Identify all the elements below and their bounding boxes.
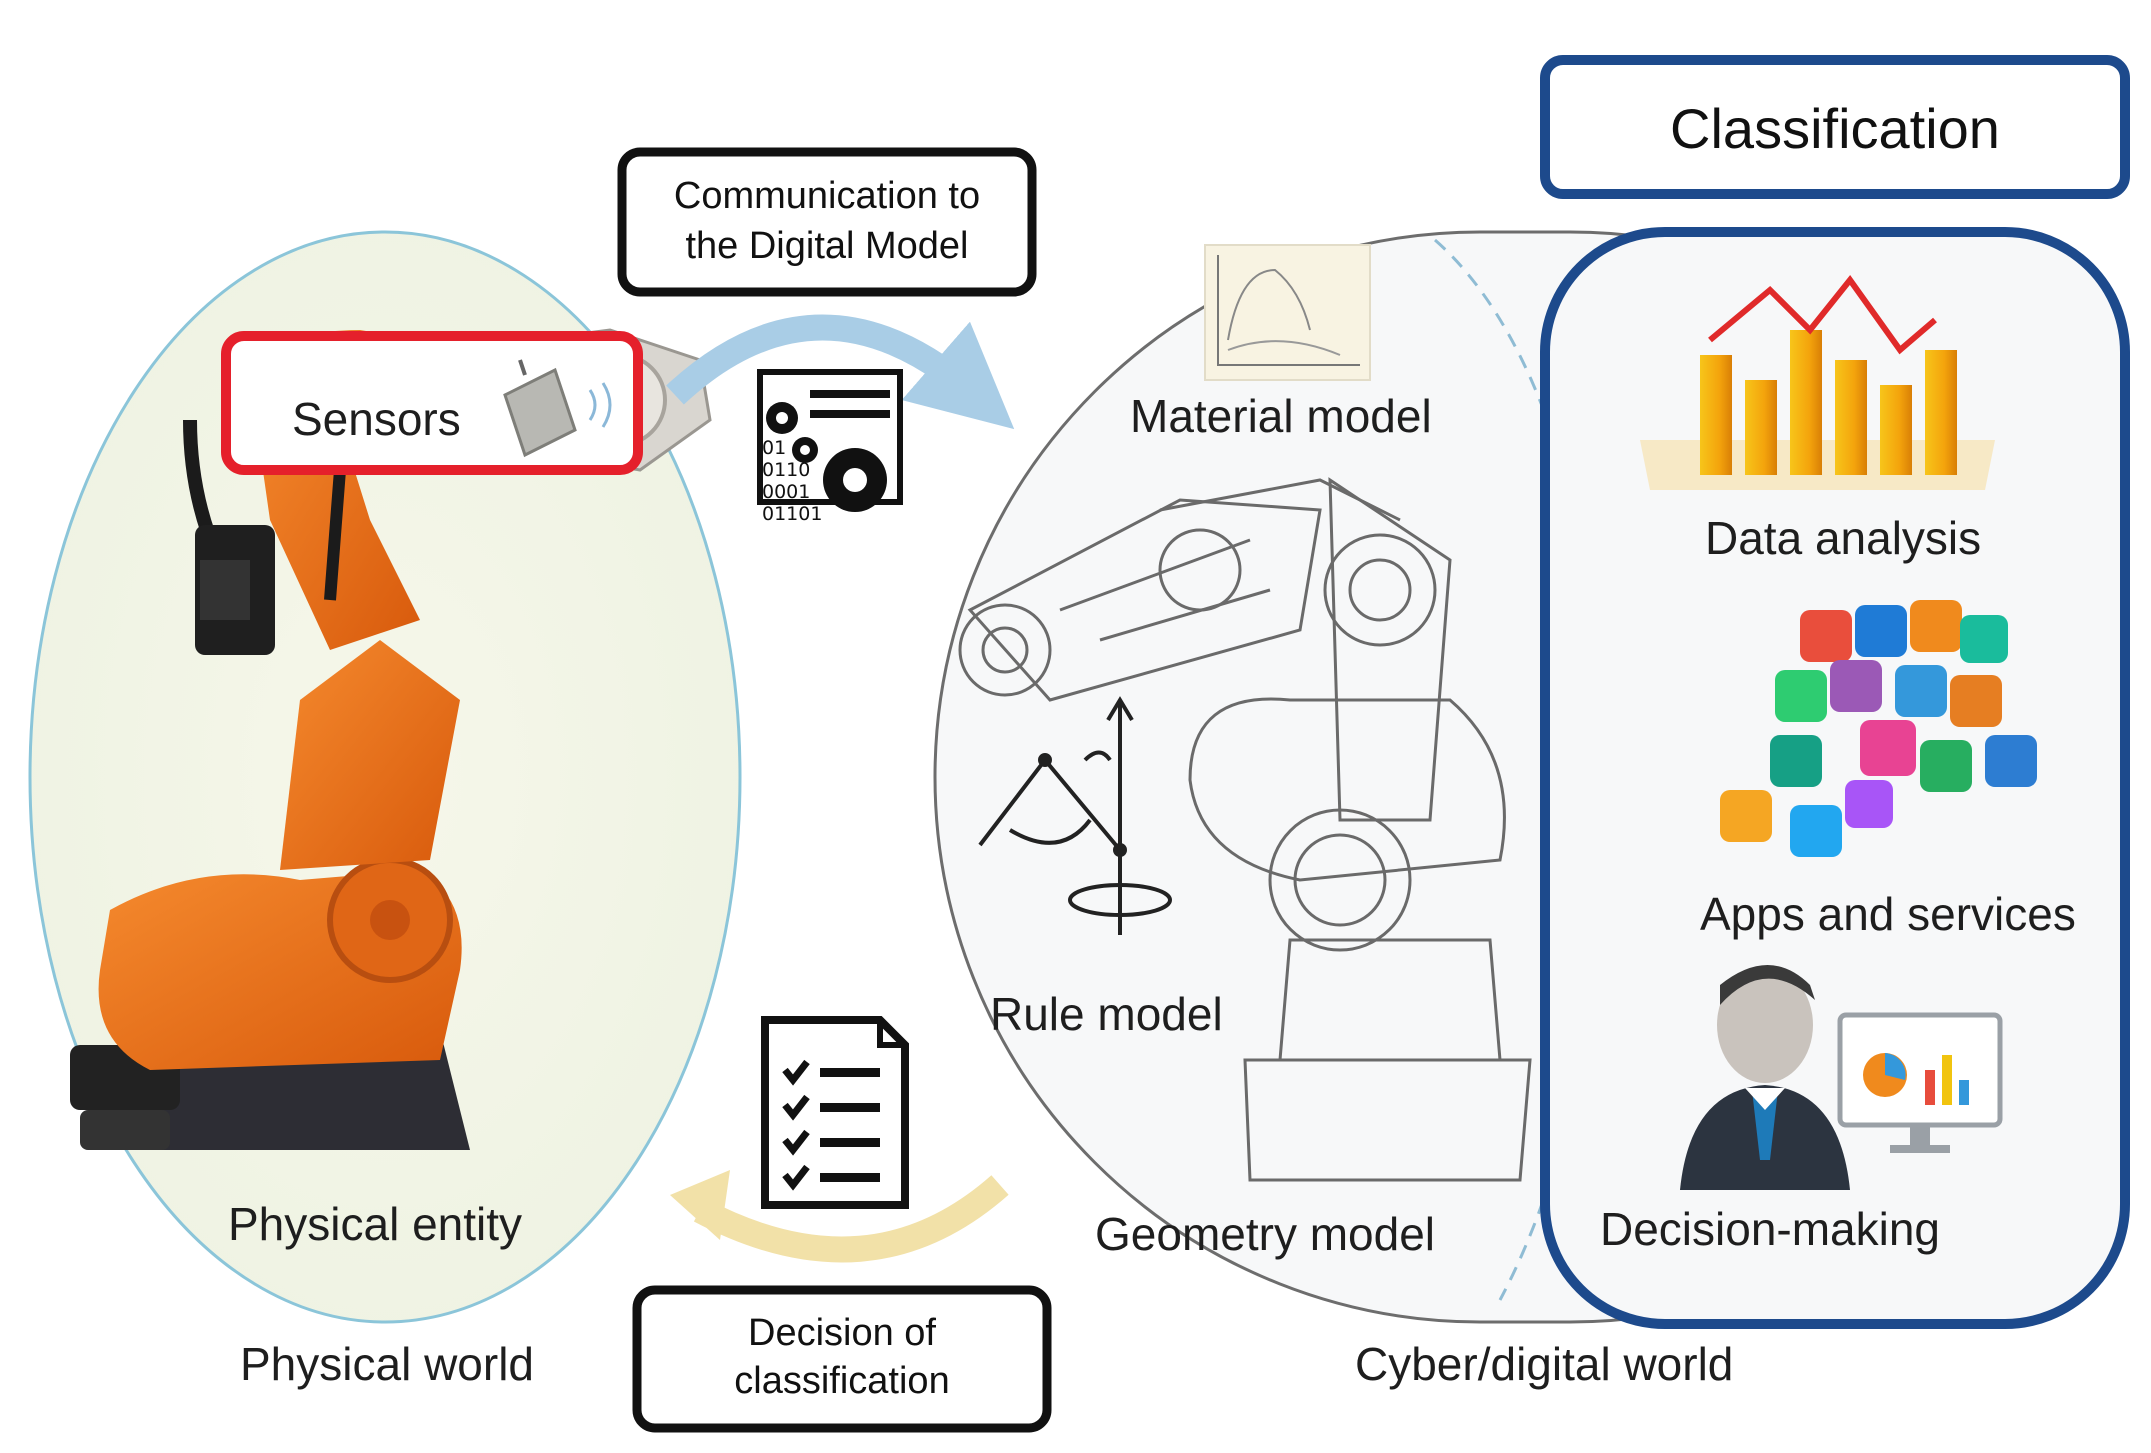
decision-line-1: Decision of [748, 1312, 936, 1354]
gears-data-icon: 01 0110 0001 01101 [757, 369, 903, 525]
material-model-label: Material model [1130, 390, 1432, 442]
decision-line-2: classification [734, 1360, 949, 1402]
classification-title: Classification [1670, 97, 2000, 160]
robot-line-drawing [958, 477, 1532, 1182]
binary-line-4: 01101 [762, 503, 822, 525]
monitor-icon [1837, 1012, 2003, 1153]
communication-box [617, 147, 1037, 297]
classification-title-box [1540, 55, 2130, 199]
binary-line-1: 01 [762, 437, 786, 459]
physical-world-label: Physical world [240, 1338, 534, 1390]
material-model-plot [1204, 244, 1371, 381]
decision-box [632, 1285, 1052, 1433]
physical-entity-label: Physical entity [228, 1198, 522, 1250]
bar-chart-icon [1640, 275, 1995, 490]
communication-arrow [666, 314, 1015, 430]
communication-line-1: Communication to [674, 175, 980, 217]
decision-arrow [693, 1175, 1009, 1263]
businessman-icon [1680, 965, 1850, 1190]
rule-model-label: Rule model [990, 988, 1223, 1040]
rule-model-sketch [978, 696, 1172, 935]
binary-line-2: 0110 [762, 459, 810, 481]
checklist-icon [761, 1016, 909, 1209]
geometry-model-label: Geometry model [1095, 1208, 1435, 1260]
decision-making-label: Decision-making [1600, 1203, 1940, 1255]
sensors-label: Sensors [292, 393, 461, 445]
apps-services-label: Apps and services [1700, 888, 2076, 940]
decision-arrowhead [670, 1170, 730, 1240]
binary-line-3: 0001 [762, 481, 810, 503]
communication-line-2: the Digital Model [685, 225, 968, 267]
sensor-device-icon [503, 359, 612, 458]
app-icons-cluster [1720, 600, 2037, 857]
cyber-dashed-divider [1434, 238, 1608, 1301]
data-analysis-label: Data analysis [1705, 512, 1981, 564]
binary-code-lines: 01 0110 0001 01101 [762, 437, 822, 525]
cyber-world-label: Cyber/digital world [1355, 1338, 1733, 1390]
